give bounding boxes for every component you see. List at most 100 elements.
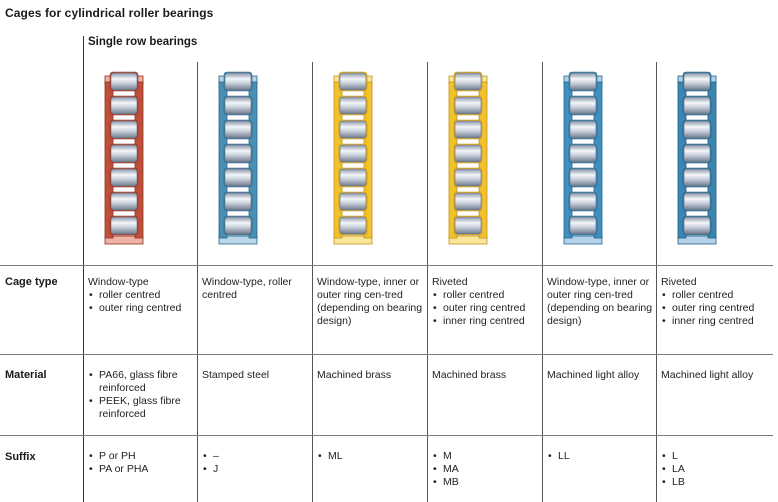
bullet-list: ML — [317, 450, 429, 463]
cell-suffix: LL — [547, 450, 659, 463]
column-divider — [83, 36, 84, 502]
bullet-item: – — [202, 450, 314, 463]
bullet-list: LLALB — [661, 450, 773, 489]
bullet-item: inner ring centred — [661, 315, 773, 328]
roller — [683, 192, 711, 211]
cell-lead-text: Stamped steel — [202, 369, 270, 381]
cage-end-cap — [448, 235, 488, 245]
bullet-item: PA or PHA — [88, 463, 200, 476]
roller — [454, 72, 482, 91]
cage-illustration — [677, 71, 717, 245]
bullet-list: LL — [547, 450, 659, 463]
roller — [683, 72, 711, 91]
roller — [110, 144, 138, 163]
row-separator — [0, 354, 773, 355]
bullet-item: outer ring centred — [661, 302, 773, 315]
roller — [569, 192, 597, 211]
roller — [454, 120, 482, 139]
bullet-item: MB — [432, 476, 544, 489]
cell-suffix: LLALB — [661, 450, 773, 489]
roller — [224, 168, 252, 187]
roller — [224, 144, 252, 163]
roller — [339, 168, 367, 187]
cell-material: PA66, glass fibre reinforcedPEEK, glass … — [88, 369, 200, 421]
bullet-item: P or PH — [88, 450, 200, 463]
column-divider — [197, 62, 198, 502]
row-separator — [0, 265, 773, 266]
roller — [339, 96, 367, 115]
cage-end-cap — [333, 235, 373, 245]
page-title: Cages for cylindrical roller bearings — [5, 6, 214, 20]
cage-end-cap — [104, 235, 144, 245]
bullet-list: MMAMB — [432, 450, 544, 489]
bullet-item: roller centred — [661, 289, 773, 302]
roller — [110, 96, 138, 115]
bullet-item: M — [432, 450, 544, 463]
row-label-material: Material — [5, 369, 47, 381]
row-label-cage-type: Cage type — [5, 276, 58, 288]
cell-lead-text: Riveted — [661, 276, 697, 288]
cell-lead-text: Riveted — [432, 276, 468, 288]
cage-end-cap — [677, 235, 717, 245]
roller — [454, 96, 482, 115]
cell-lead-text: Machined brass — [317, 369, 392, 381]
bullet-list: roller centredouter ring centredinner ri… — [432, 289, 544, 328]
roller — [224, 96, 252, 115]
roller — [454, 144, 482, 163]
bullet-item: LB — [661, 476, 773, 489]
roller — [683, 168, 711, 187]
roller — [683, 96, 711, 115]
bullet-list: roller centredouter ring centred — [88, 289, 200, 315]
roller — [569, 216, 597, 235]
roller — [569, 168, 597, 187]
roller — [224, 72, 252, 91]
bullet-item: J — [202, 463, 314, 476]
bullet-list: roller centredouter ring centredinner ri… — [661, 289, 773, 328]
bullet-list: –J — [202, 450, 314, 476]
cell-lead-text: Window-type, inner or outer ring cen-tre… — [547, 276, 653, 327]
cell-lead-text: Machined light alloy — [547, 369, 640, 381]
roller — [569, 96, 597, 115]
roller — [110, 216, 138, 235]
cage-illustration — [218, 71, 258, 245]
bullet-list: P or PHPA or PHA — [88, 450, 200, 476]
bullet-item: LA — [661, 463, 773, 476]
roller — [339, 192, 367, 211]
column-divider — [542, 62, 543, 502]
roller — [339, 216, 367, 235]
cage-illustration — [448, 71, 488, 245]
roller — [339, 72, 367, 91]
cage-end-cap — [218, 235, 258, 245]
roller — [569, 144, 597, 163]
bullet-item: LL — [547, 450, 659, 463]
roller — [110, 120, 138, 139]
cell-cage-type: Window-typeroller centredouter ring cent… — [88, 276, 200, 315]
cell-lead-text: Machined brass — [432, 369, 507, 381]
bullet-item: MA — [432, 463, 544, 476]
section-heading: Single row bearings — [88, 36, 198, 48]
bullet-item: inner ring centred — [432, 315, 544, 328]
roller — [569, 72, 597, 91]
row-label-suffix: Suffix — [5, 451, 36, 463]
bullet-item: PA66, glass fibre reinforced — [88, 369, 200, 395]
roller — [339, 120, 367, 139]
cell-lead-text: Window-type, inner or outer ring cen-tre… — [317, 276, 423, 327]
cage-illustration — [104, 71, 144, 245]
bullet-item: outer ring centred — [432, 302, 544, 315]
roller — [224, 120, 252, 139]
cage-end-cap — [563, 235, 603, 245]
cell-material: Machined light alloy — [661, 369, 773, 382]
roller — [224, 192, 252, 211]
cell-suffix: –J — [202, 450, 314, 476]
roller — [454, 192, 482, 211]
cell-lead-text: Machined light alloy — [661, 369, 754, 381]
roller — [224, 216, 252, 235]
cell-lead-text: Window-type, roller centred — [202, 276, 292, 301]
cell-suffix: ML — [317, 450, 429, 463]
roller — [683, 120, 711, 139]
roller — [569, 120, 597, 139]
roller — [454, 216, 482, 235]
roller — [339, 144, 367, 163]
cell-material: Machined light alloy — [547, 369, 659, 382]
column-divider — [427, 62, 428, 502]
